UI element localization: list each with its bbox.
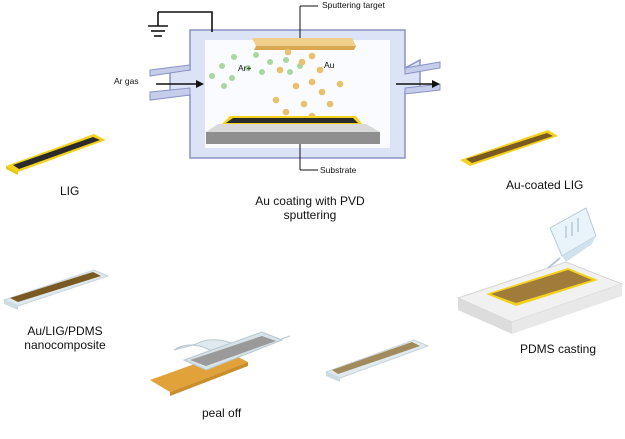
argon-ion-label: Ar+ [238, 63, 252, 73]
ground-symbol [148, 11, 213, 37]
sputtering-chamber [148, 5, 441, 171]
left-port [149, 64, 191, 77]
gold-label: Au [324, 60, 335, 70]
right-port-lower [404, 83, 441, 95]
gold-particles [272, 48, 344, 120]
process-title: Au coating with PVD sputtering [255, 194, 365, 222]
substrate-holder [206, 116, 380, 144]
peel-off-illustration [150, 331, 291, 396]
nanocomposite-label: Au/LIG/PDMS nanocomposite [24, 324, 106, 352]
lig-label: LIG [60, 184, 80, 198]
lig-sample [6, 134, 106, 175]
substrate-label: Substrate [320, 165, 357, 175]
peel-off-label: peal off [202, 406, 242, 420]
argon-particles [209, 52, 303, 89]
pdms-casting-setup [456, 207, 624, 334]
au-coated-lig-sample [460, 130, 558, 166]
au-coated-lig-label: Au-coated LIG [506, 178, 584, 192]
right-port [404, 61, 441, 75]
pouring-cup [547, 207, 597, 269]
pdms-on-lig-sample [324, 339, 430, 382]
sputtering-target-label: Sputtering target [322, 0, 385, 10]
nanocomposite-sample [2, 269, 110, 310]
pdms-casting-label: PDMS casting [520, 342, 597, 356]
left-port-lower [149, 87, 191, 101]
argon-gas-label: Ar gas [114, 76, 139, 86]
sputtering-target [252, 38, 356, 50]
gas-outlet-arrow [396, 80, 440, 88]
gas-inlet-arrow [156, 80, 204, 88]
